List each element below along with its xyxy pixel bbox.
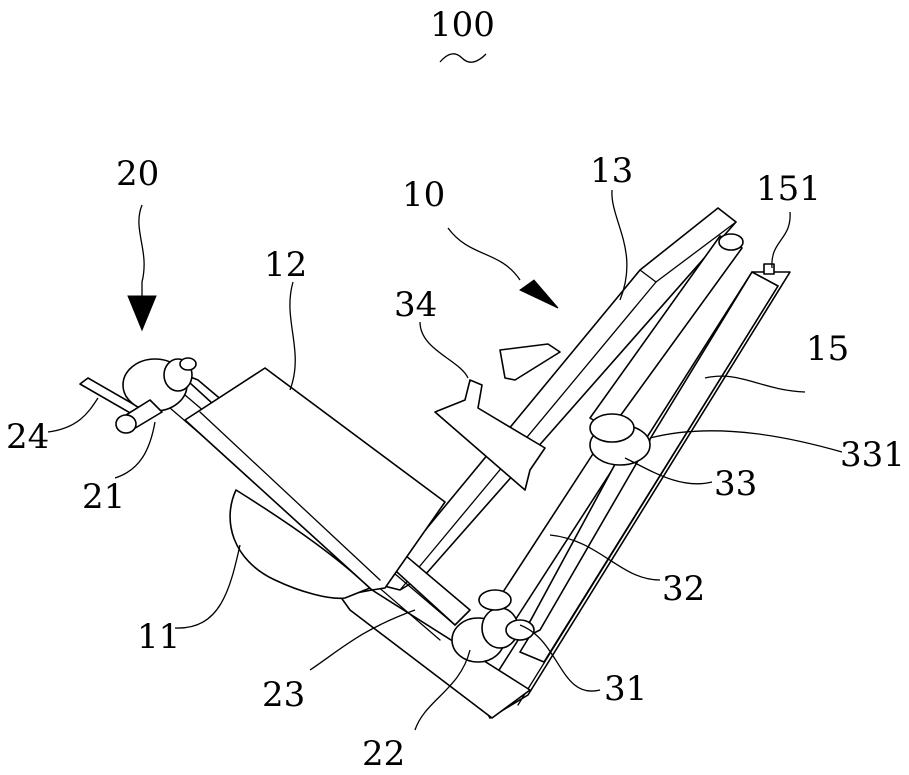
leader-13: [612, 190, 627, 300]
roller-21-axle-end: [116, 415, 136, 433]
rod-331-end: [719, 234, 743, 250]
label-331: 331: [840, 435, 905, 475]
label-21: 21: [82, 477, 125, 517]
label-31: 31: [604, 669, 647, 709]
leader-24: [48, 398, 98, 432]
arrow-10-head: [520, 280, 558, 308]
title-reference-label: 100: [430, 5, 495, 45]
label-34: 34: [394, 285, 437, 325]
label-12: 12: [264, 245, 307, 285]
label-20: 20: [116, 154, 159, 194]
title-tilde: [440, 54, 486, 62]
leader-151: [772, 212, 790, 268]
arrow-20-line: [139, 205, 144, 300]
roller-21-cap: [180, 358, 196, 370]
label-10: 10: [402, 175, 445, 215]
label-11: 11: [137, 617, 180, 657]
leader-11: [175, 545, 240, 628]
arrow-10-line: [448, 228, 520, 280]
bearing-33-top: [590, 414, 634, 442]
label-151: 151: [756, 169, 821, 209]
label-32: 32: [662, 569, 705, 609]
label-33: 33: [714, 464, 757, 504]
label-13: 13: [590, 151, 633, 191]
bracket-34-top: [500, 344, 560, 380]
roller-31-top: [479, 590, 511, 610]
label-24: 24: [6, 417, 49, 457]
leader-12: [290, 282, 295, 390]
label-15: 15: [806, 329, 849, 369]
arrow-20-head: [128, 296, 156, 330]
leader-34: [420, 322, 468, 378]
label-23: 23: [262, 675, 305, 715]
label-22: 22: [362, 734, 405, 774]
